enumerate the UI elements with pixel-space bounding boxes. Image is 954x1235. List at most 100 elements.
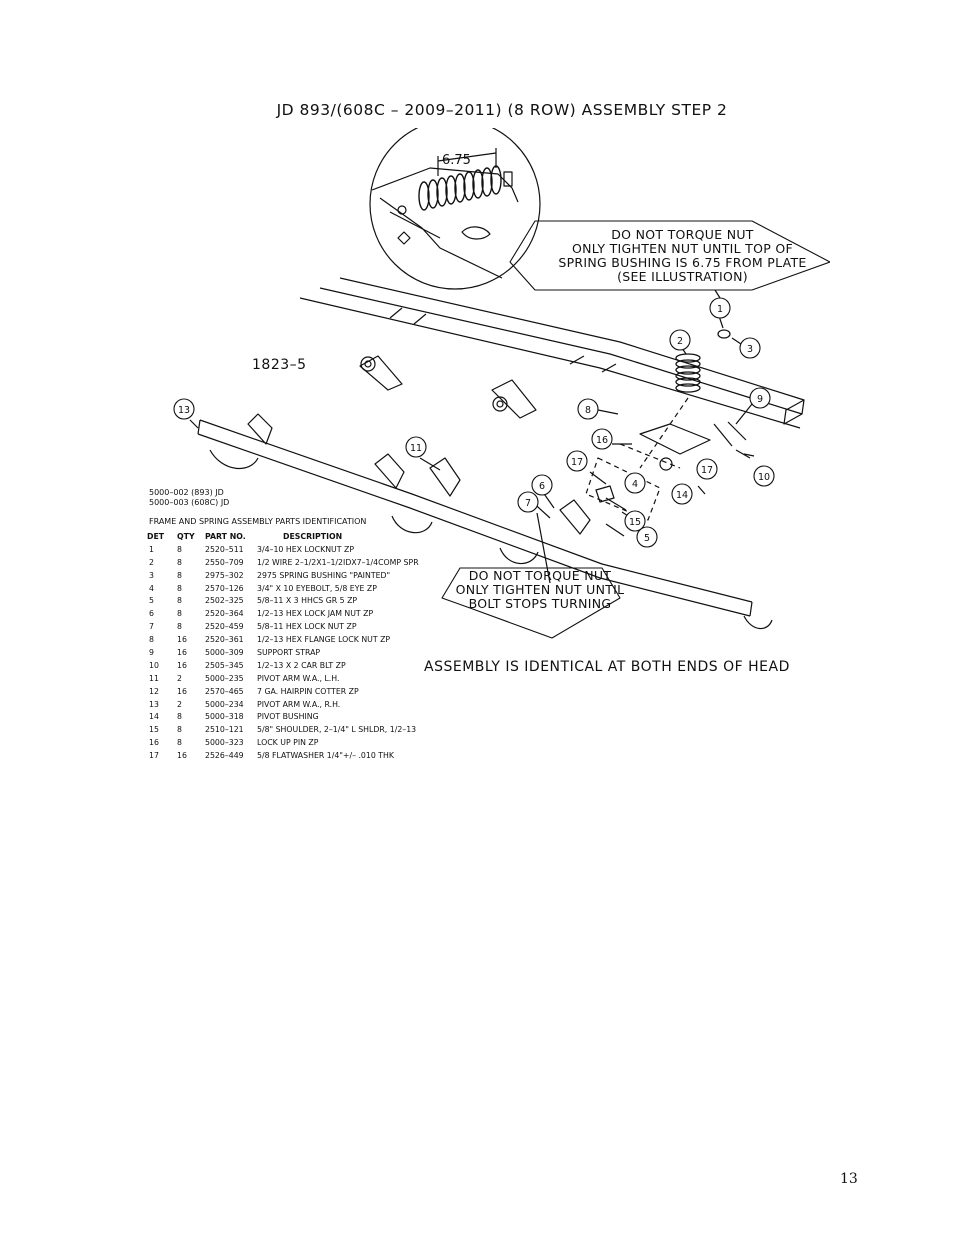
cell-qty: 8	[177, 609, 182, 619]
callout-label: 1	[717, 304, 723, 315]
cell-description: 3/4" X 10 EYEBOLT, 5/8 EYE ZP	[257, 583, 377, 593]
cell-qty: 16	[177, 686, 187, 696]
callout-label: 17	[571, 457, 583, 468]
kit-numbers: 5000–002 (893) JD 5000–003 (608C) JD	[149, 488, 229, 508]
cell-qty: 8	[177, 557, 182, 567]
cell-qty: 16	[177, 647, 187, 657]
callout-label: 11	[410, 443, 422, 454]
cell-description: 1/2–13 HEX LOCK JAM NUT ZP	[257, 609, 374, 619]
callout-label: 10	[758, 472, 770, 483]
cell-description: SUPPORT STRAP	[257, 647, 321, 657]
assembly-note: ASSEMBLY IS IDENTICAL AT BOTH ENDS OF HE…	[424, 659, 790, 675]
table-row: 10 16 2505–345 1/2–13 X 2 CAR BLT ZP	[143, 659, 423, 672]
callout-label: 14	[676, 490, 688, 501]
callout-label: 9	[757, 394, 763, 405]
cell-part-no: 2550–709	[205, 557, 244, 567]
cell-part-no: 2526–449	[205, 751, 244, 761]
cell-det: 7	[149, 622, 154, 632]
table-row: 2 8 2550–709 1/2 WIRE 2–1/2X1–1/2IDX7–1/4CO…	[143, 556, 423, 569]
cell-qty: 8	[177, 738, 182, 748]
cell-det: 11	[149, 673, 159, 683]
cell-qty: 16	[177, 660, 187, 670]
torque-note-bolt: DO NOT TORQUE NUT ONLY TIGHTEN NUT UNTIL…	[450, 569, 630, 611]
header-qty: QTY	[177, 531, 195, 541]
cell-part-no: 5000–323	[205, 738, 244, 748]
callout-label: 15	[629, 517, 641, 528]
cell-part-no: 2570–465	[205, 686, 244, 696]
callout-label: 8	[585, 405, 591, 416]
detail-dimension: 6.75	[442, 153, 471, 168]
cell-det: 17	[149, 751, 159, 761]
cell-description: 1/2–13 HEX FLANGE LOCK NUT ZP	[257, 635, 391, 645]
cell-part-no: 5000–235	[205, 673, 244, 683]
parts-table-title: FRAME AND SPRING ASSEMBLY PARTS IDENTIFI…	[149, 517, 367, 526]
cell-part-no: 2510–121	[205, 725, 244, 735]
cell-qty: 2	[177, 699, 182, 709]
cell-det: 2	[149, 557, 154, 567]
cell-part-no: 2520–364	[205, 609, 244, 619]
cell-description: PIVOT ARM W.A., R.H.	[257, 699, 341, 709]
cell-description: LOCK UP PIN ZP	[257, 738, 319, 748]
cell-description: 1/2–13 X 2 CAR BLT ZP	[257, 660, 346, 670]
header-det: DET	[147, 531, 165, 541]
callout-label: 5	[644, 533, 650, 544]
cell-det: 4	[149, 583, 154, 593]
cell-qty: 8	[177, 622, 182, 632]
cell-description: 1/2 WIRE 2–1/2X1–1/2IDX7–1/4COMP SPR	[257, 557, 419, 567]
cell-part-no: 2520–459	[205, 622, 244, 632]
callout-label: 16	[596, 435, 608, 446]
header-description: DESCRIPTION	[283, 531, 343, 541]
table-row: 9 16 5000–309 SUPPORT STRAP	[143, 646, 423, 659]
cell-description: PIVOT BUSHING	[257, 712, 319, 722]
cell-det: 14	[149, 712, 159, 722]
note-line: ONLY TIGHTEN NUT UNTIL TOP OF	[572, 241, 793, 256]
cell-det: 10	[149, 660, 159, 670]
table-row: 7 8 2520–459 5/8–11 HEX LOCK NUT ZP	[143, 620, 423, 633]
drawing-number: 1823–5	[252, 357, 307, 373]
callout-label: 4	[632, 479, 638, 490]
cell-description: 5/8–11 HEX LOCK NUT ZP	[257, 622, 357, 632]
cell-qty: 16	[177, 751, 187, 761]
cell-det: 3	[149, 570, 154, 580]
cell-part-no: 5000–309	[205, 647, 244, 657]
table-header-row: DET QTY PART NO. DESCRIPTION	[143, 530, 423, 543]
callout-label: 13	[178, 405, 190, 416]
cell-qty: 8	[177, 712, 182, 722]
callout-label: 7	[525, 498, 531, 509]
header-part-no: PART NO.	[205, 531, 246, 541]
cell-description: 7 GA. HAIRPIN COTTER ZP	[257, 686, 359, 696]
cell-det: 8	[149, 635, 154, 645]
note-line: DO NOT TORQUE NUT	[611, 227, 754, 242]
cell-det: 5	[149, 596, 154, 606]
torque-note-spring: DO NOT TORQUE NUT ONLY TIGHTEN NUT UNTIL…	[540, 228, 825, 284]
cell-qty: 16	[177, 635, 187, 645]
cell-det: 1	[149, 544, 154, 554]
cell-description: 2975 SPRING BUSHING "PAINTED"	[257, 570, 391, 580]
table-row: 17 16 2526–449 5/8 FLATWASHER 1/4"+/– .010 …	[143, 749, 423, 762]
table-row: 3 8 2975–302 2975 SPRING BUSHING "PAINTED"	[143, 569, 423, 582]
page-number: 13	[840, 1171, 858, 1187]
cell-description: 5/8 FLATWASHER 1/4"+/– .010 THK	[257, 751, 395, 761]
cell-qty: 8	[177, 570, 182, 580]
cell-qty: 8	[177, 583, 182, 593]
cell-part-no: 2505–345	[205, 660, 244, 670]
callout-label: 6	[539, 481, 545, 492]
cell-det: 15	[149, 725, 159, 735]
cell-det: 13	[149, 699, 159, 709]
cell-description: 5/8–11 X 3 HHCS GR 5 ZP	[257, 596, 358, 606]
cell-description: 5/8" SHOULDER, 2–1/4" L SHLDR, 1/2–13	[257, 725, 417, 735]
cell-part-no: 2570–126	[205, 583, 244, 593]
table-row: 4 8 2570–126 3/4" X 10 EYEBOLT, 5/8 EYE ZP	[143, 582, 423, 595]
assembly-drawing: 1 2 3 4 5 6 7 8 9 10 11 13 14 15 16 17 1…	[140, 118, 831, 648]
cell-det: 9	[149, 647, 154, 657]
note-line: ONLY TIGHTEN NUT UNTIL	[455, 582, 625, 597]
cell-part-no: 2975–302	[205, 570, 244, 580]
